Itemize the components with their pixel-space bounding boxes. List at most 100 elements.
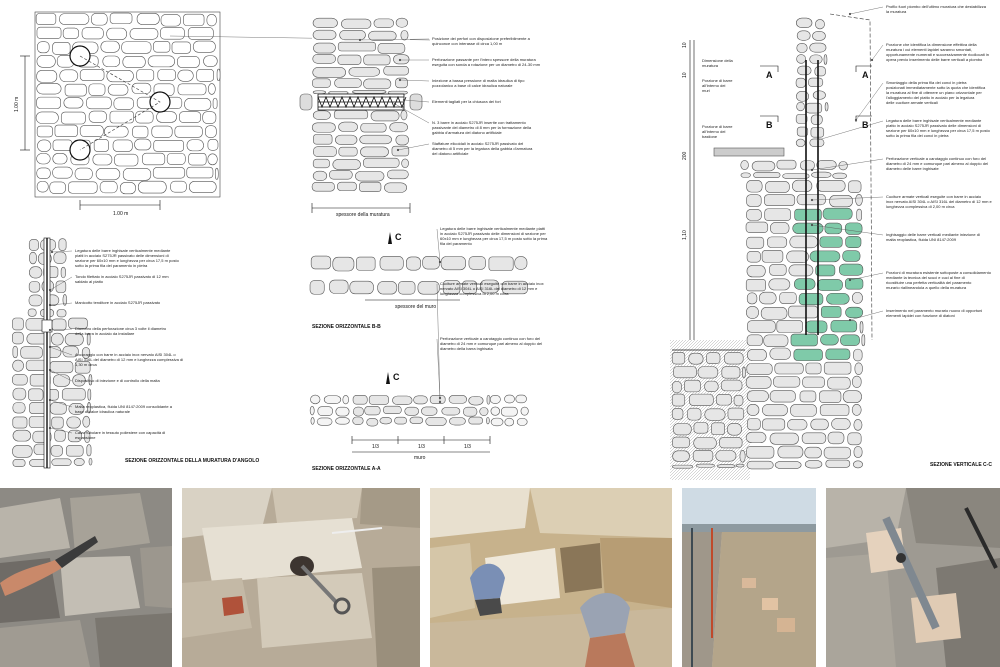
stone	[504, 417, 515, 427]
stone	[832, 172, 847, 179]
stone	[704, 408, 726, 421]
stone	[441, 406, 461, 416]
stone	[765, 181, 790, 193]
stone	[795, 77, 806, 88]
section-mark-c-bottom: C	[393, 372, 400, 382]
annotation-label: Staffature elicoidali in acciaio S275JR …	[432, 141, 533, 156]
stone	[312, 90, 326, 95]
stone	[826, 292, 850, 305]
stone	[838, 161, 848, 171]
stone	[854, 362, 863, 375]
stone	[104, 125, 129, 138]
elevation-stones	[35, 12, 221, 195]
stone	[824, 222, 843, 235]
stone	[429, 395, 446, 404]
stone	[805, 362, 822, 375]
stone	[844, 222, 863, 235]
stone	[49, 361, 74, 374]
stone	[395, 134, 409, 146]
annotation-label: Porzioni di muratura esistente sottopost…	[886, 270, 992, 290]
stone	[174, 125, 203, 138]
annotation-label: Perforazione verticale a carotaggio cont…	[440, 336, 542, 351]
photo-steel-bar-hole	[182, 488, 420, 667]
dim-thirds-total: muro	[414, 455, 426, 461]
stone	[352, 90, 387, 94]
stone	[29, 266, 43, 279]
stone	[135, 110, 154, 124]
elevation-quincunx-holes: 1.00 m 1.00 m	[14, 11, 431, 217]
stone	[440, 256, 466, 271]
stone	[72, 374, 86, 387]
stone	[776, 159, 797, 170]
stone	[671, 408, 684, 420]
stone	[769, 264, 787, 276]
stone	[36, 70, 58, 83]
stone	[366, 418, 379, 427]
stone	[28, 388, 44, 401]
stone	[312, 54, 336, 64]
stone	[796, 101, 805, 112]
stone	[777, 445, 804, 459]
stone	[393, 54, 410, 65]
stone	[79, 69, 105, 81]
annotation-label: Diametro della perforazione circa 3 volt…	[75, 326, 167, 336]
stone	[779, 291, 797, 304]
stone	[113, 97, 134, 110]
angle-section-vertical-bar: Legatura delle barre inghisate verticalm…	[12, 237, 259, 469]
stone	[409, 416, 424, 424]
stone	[52, 374, 71, 387]
photo-drilling-wall	[0, 488, 172, 667]
stone	[95, 168, 121, 181]
stone	[86, 96, 112, 110]
stone	[746, 265, 766, 278]
stone	[68, 181, 98, 194]
stone	[802, 376, 825, 388]
stone	[335, 406, 350, 417]
stone	[735, 463, 745, 468]
stone	[746, 363, 773, 375]
stone	[160, 14, 181, 27]
stone	[796, 91, 809, 102]
stone	[383, 66, 409, 76]
stone	[768, 278, 791, 291]
annotation-label: Inghisaggio delle barre verticali median…	[886, 232, 980, 242]
stone	[28, 239, 39, 251]
annotation-label: Calza tubolare in tessuto poliestere con…	[75, 430, 165, 440]
stone	[406, 256, 421, 271]
stone	[684, 379, 701, 393]
stone	[468, 416, 483, 425]
stone	[184, 98, 212, 111]
stone	[323, 395, 342, 404]
stone	[332, 159, 361, 170]
stone	[819, 236, 843, 248]
stone	[671, 380, 682, 394]
stone	[711, 422, 725, 436]
stone	[121, 41, 152, 54]
stone	[137, 180, 167, 194]
stone	[136, 69, 155, 82]
stone	[12, 317, 24, 331]
annotation-label: Inserimento nel paramento murario nuovo …	[886, 308, 982, 318]
stone	[88, 110, 107, 123]
stone	[159, 27, 185, 40]
stone	[359, 181, 382, 193]
stone	[54, 429, 66, 442]
stone	[770, 222, 790, 235]
stone	[317, 406, 333, 416]
stone	[52, 153, 68, 165]
stone	[742, 366, 746, 379]
stone	[100, 40, 120, 53]
stone	[20, 346, 43, 359]
stone	[520, 406, 529, 416]
stone	[468, 395, 484, 406]
stone	[188, 180, 217, 193]
stone	[853, 460, 863, 469]
stone	[769, 432, 799, 445]
scale-mark-4: 1,10	[682, 230, 688, 240]
stone	[177, 56, 200, 68]
stone	[74, 361, 91, 374]
stone	[106, 27, 127, 41]
stone	[746, 306, 759, 319]
